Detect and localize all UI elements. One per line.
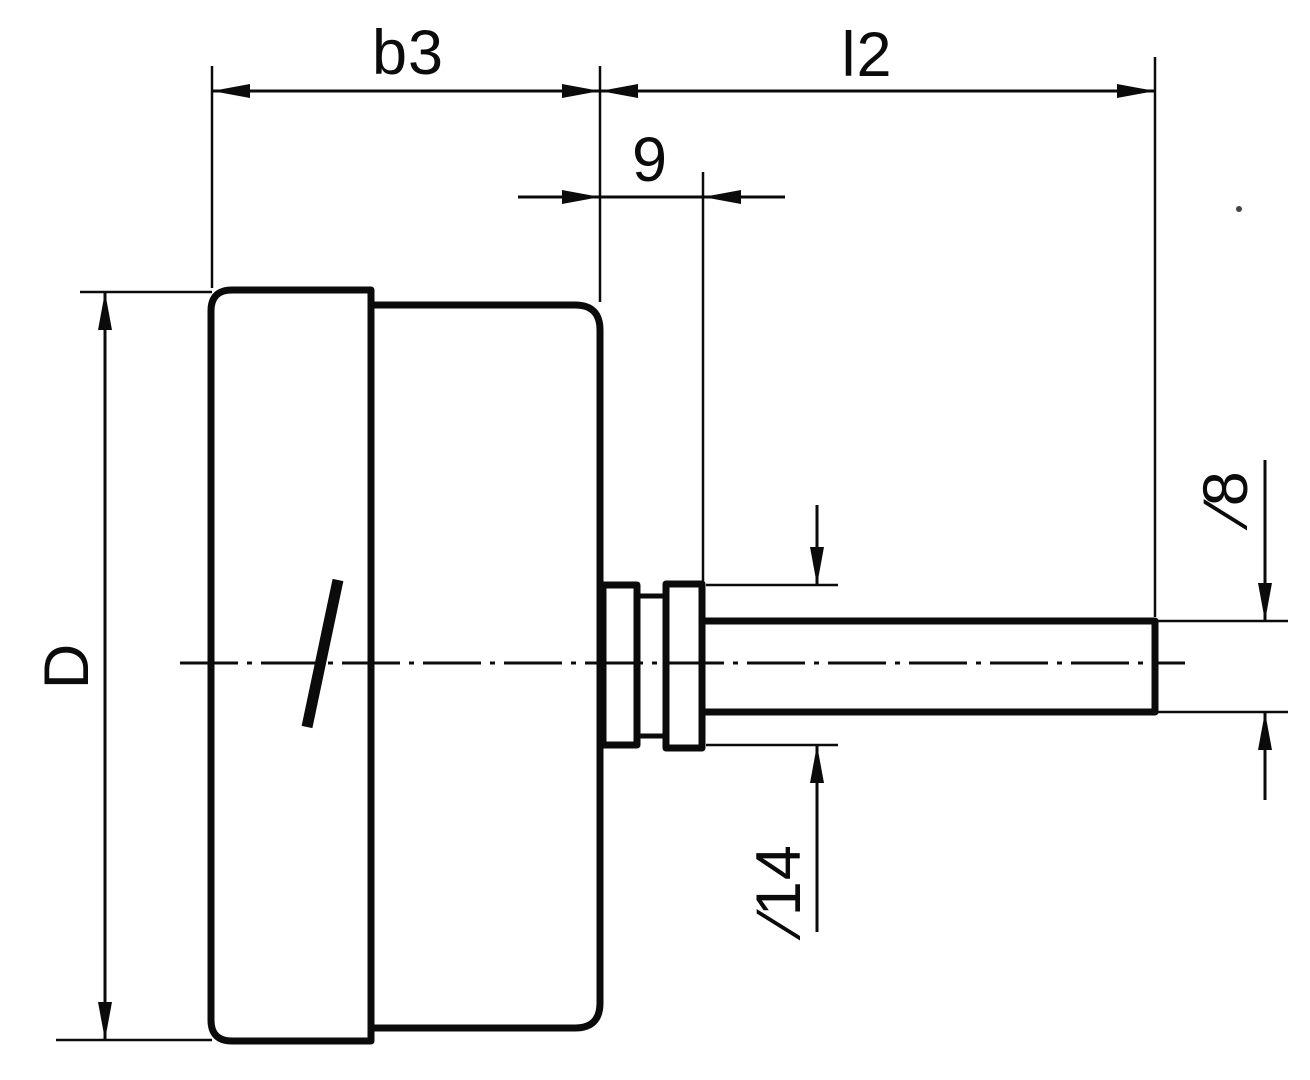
d-dimension-label: D xyxy=(32,643,102,690)
b3-dimension-label: b3 xyxy=(372,18,444,88)
neck-middle-ring xyxy=(634,593,669,739)
l2-arrow-right xyxy=(1117,84,1155,98)
neck-arrow-right xyxy=(703,190,741,204)
l2-arrow-left xyxy=(600,84,638,98)
pointer-slash-mark xyxy=(301,578,344,729)
gauge-case-outline xyxy=(366,301,604,1032)
neck-arrow-left xyxy=(562,190,600,204)
neck-collar xyxy=(599,581,641,749)
b3-arrow-left xyxy=(212,84,250,98)
d-arrow-top xyxy=(98,292,112,330)
flange-dia-arrow-bottom xyxy=(810,745,824,783)
l2-dimension-label: l2 xyxy=(841,20,892,90)
stem-dia-label: ∕8 xyxy=(1191,470,1261,531)
stem-dia-arrow-bottom xyxy=(1258,712,1272,750)
probe-stem-outline xyxy=(698,617,1159,716)
neck-dimension-label: 9 xyxy=(632,125,668,195)
bezel-ring-outline xyxy=(207,286,375,1045)
d-arrow-bottom xyxy=(98,1002,112,1040)
scan-speck-dot xyxy=(1236,206,1242,212)
stem-dia-arrow-top xyxy=(1258,583,1272,621)
union-nut-flange xyxy=(662,580,706,752)
flange-dia-label: ∕14 xyxy=(744,844,814,941)
flange-dia-arrow-top xyxy=(810,547,824,585)
b3-arrow-right xyxy=(562,84,600,98)
